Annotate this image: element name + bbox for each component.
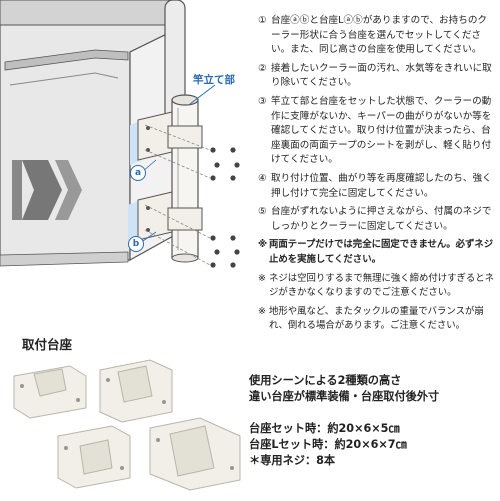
step-3: ③ 竿立て部と台座をセットした状態で、クーラーの動作に支障がないか、キーパーの曲… <box>258 95 496 168</box>
step-number: ② <box>258 62 267 74</box>
note-mark: ※ <box>258 272 266 284</box>
rod-holder-callout: 竿立て部 <box>193 74 235 86</box>
step-text: 接着したいクーラー面の汚れ、水気等をきれいに取り除いてください。 <box>271 62 492 89</box>
step-number: ⑤ <box>258 206 267 218</box>
step-text: 取り付け位置、曲がり等を再度確認したのち、強く押し付けて完全に固定してください。 <box>271 172 492 199</box>
step-number: ④ <box>258 172 267 184</box>
note-text: 地形や風など、またタックルの重量でバランスが崩れ、倒れる場合があります。ご注意く… <box>269 306 484 332</box>
step-5: ⑤ 台座がずれないように押さえながら、付属のネジでしっかりとクーラーに固定してく… <box>258 205 496 234</box>
note-text: ネジは空回りするまで無理に強く締め付けすぎるとネジがきかなくなりますのでご注意く… <box>269 272 495 298</box>
installation-illustration: 竿立て部 a b <box>0 0 262 318</box>
step-number: ① <box>258 15 267 26</box>
caution-notes: ※ 両面テープだけでは完全に固定できません。必ずネジ止めを実施してください。 ※… <box>258 238 496 333</box>
note-3: ※ 地形や風など、またタックルの重量でバランスが崩れ、倒れる場合があります。ご注… <box>258 305 496 333</box>
note-1: ※ 両面テープだけでは完全に固定できません。必ずネジ止めを実施してください。 <box>258 238 496 266</box>
spec-screws: ＊専用ネジ：8本 <box>249 454 336 467</box>
step-text: 台座がずれないように押さえながら、付属のネジでしっかりとクーラーに固定してくださ… <box>271 206 492 232</box>
product-description: 使用シーンによる2種類の高さ 違い台座が標準装備・台座取付後外寸 台座セット時：… <box>249 373 499 469</box>
note-mark: ※ <box>258 306 266 318</box>
label-b: b <box>128 236 144 252</box>
step-text: 台座ⓐⓑと台座Lⓐⓑがありますので、お持ちのクーラー形状に合う台座を選んでセット… <box>271 15 488 56</box>
daiwa-logo-mark-icon <box>12 160 82 220</box>
step-text: 竿立て部と台座をセットした状態で、クーラーの動作に支障がないか、キーパーの曲がり… <box>271 95 492 166</box>
base-section-title: 取付台座 <box>22 337 73 352</box>
note-text: 両面テープだけでは完全に固定できません。必ずネジ止めを実施してください。 <box>269 239 494 265</box>
spec-base-set: 台座セット時：約20×6×5㎝ <box>249 422 400 435</box>
description-line-1: 使用シーンによる2種類の高さ <box>249 374 402 387</box>
step-1: ① 台座ⓐⓑと台座Lⓐⓑがありますので、お持ちのクーラー形状に合う台座を選んでセ… <box>258 14 496 58</box>
instruction-steps: ① 台座ⓐⓑと台座Lⓐⓑがありますので、お持ちのクーラー形状に合う台座を選んでセ… <box>258 14 496 339</box>
spec-base-l-set: 台座Lセット時：約20×6×7㎝ <box>249 438 407 451</box>
note-2: ※ ネジは空回りするまで無理に強く締め付けすぎるとネジがきかなくなりますのでご注… <box>258 272 496 300</box>
step-2: ② 接着したいクーラー面の汚れ、水気等をきれいに取り除いてください。 <box>258 62 496 91</box>
cooler-diagram <box>0 0 240 268</box>
step-number: ③ <box>258 95 267 107</box>
step-4: ④ 取り付け位置、曲がり等を再度確認したのち、強く押し付けて完全に固定してくださ… <box>258 172 496 201</box>
note-mark: ※ <box>258 239 268 251</box>
label-a: a <box>130 165 146 181</box>
description-line-2: 違い台座が標準装備・台座取付後外寸 <box>249 390 440 403</box>
mounting-bases-image <box>0 356 245 497</box>
mounting-bases-drawing <box>13 359 241 491</box>
